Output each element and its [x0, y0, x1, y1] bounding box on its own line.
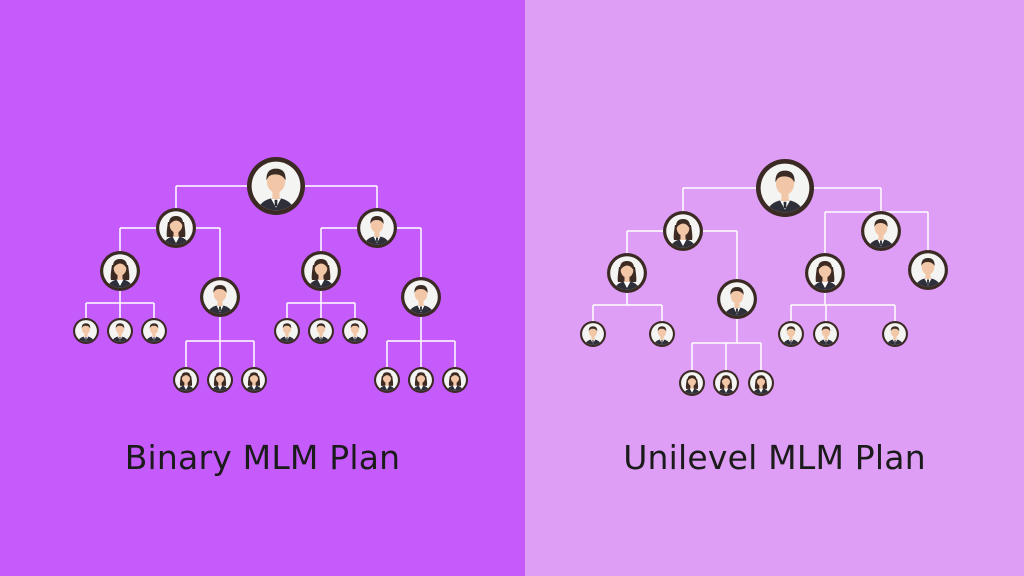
female-person-icon — [301, 251, 341, 291]
unilevel-plan-panel: Unilevel MLM Plan — [525, 0, 1024, 576]
binary-plan-panel: Binary MLM Plan — [0, 0, 525, 576]
binary-tree-diagram — [73, 157, 468, 393]
unilevel-plan-caption: Unilevel MLM Plan — [623, 438, 926, 477]
female-person-icon — [805, 253, 845, 293]
binary-plan-caption: Binary MLM Plan — [124, 438, 401, 477]
female-person-icon — [679, 370, 705, 396]
male-person-icon — [73, 318, 99, 344]
female-person-icon — [607, 253, 647, 293]
female-person-icon — [156, 208, 196, 248]
male-person-icon — [908, 250, 948, 290]
female-person-icon — [241, 367, 267, 393]
male-person-icon — [756, 159, 814, 217]
male-person-icon — [882, 321, 908, 347]
female-person-icon — [748, 370, 774, 396]
male-person-icon — [778, 321, 804, 347]
female-person-icon — [207, 367, 233, 393]
male-person-icon — [141, 318, 167, 344]
male-person-icon — [401, 277, 441, 317]
male-person-icon — [107, 318, 133, 344]
male-person-icon — [649, 321, 675, 347]
male-person-icon — [342, 318, 368, 344]
female-person-icon — [173, 367, 199, 393]
female-person-icon — [663, 211, 703, 251]
male-person-icon — [247, 157, 305, 215]
unilevel-tree-diagram — [580, 159, 948, 396]
male-person-icon — [717, 279, 757, 319]
male-person-icon — [357, 208, 397, 248]
male-person-icon — [861, 211, 901, 251]
male-person-icon — [813, 321, 839, 347]
male-person-icon — [200, 277, 240, 317]
female-person-icon — [374, 367, 400, 393]
male-person-icon — [580, 321, 606, 347]
binary-connector-lines — [85, 185, 456, 380]
female-person-icon — [408, 367, 434, 393]
male-person-icon — [274, 318, 300, 344]
female-person-icon — [442, 367, 468, 393]
male-person-icon — [308, 318, 334, 344]
female-person-icon — [100, 251, 140, 291]
female-person-icon — [713, 370, 739, 396]
